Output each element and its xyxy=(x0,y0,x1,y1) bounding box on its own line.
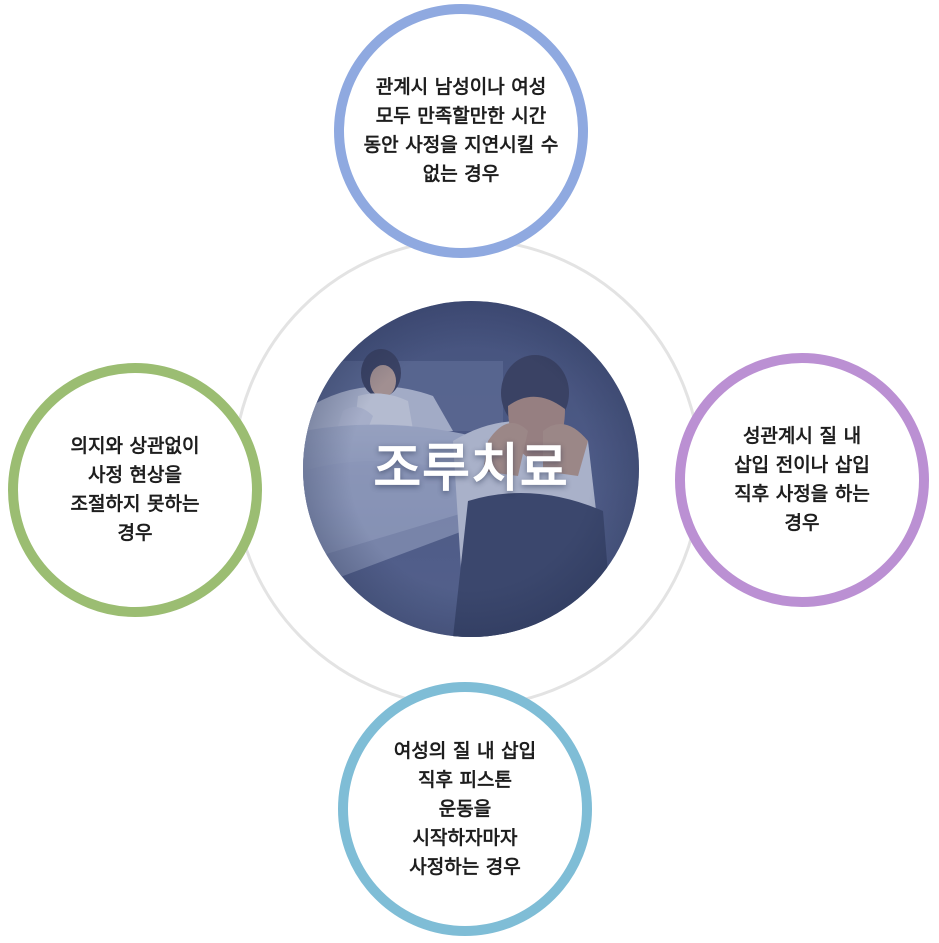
node-bottom-line: 운동을 xyxy=(438,797,492,820)
node-bottom: 여성의 질 내 삽입 직후 피스톤 운동을 시작하자마자 사정하는 경우 xyxy=(338,682,592,936)
node-right-line: 삽입 전이나 삽입 xyxy=(734,454,870,476)
node-top-line: 모두 만족할만한 시간 xyxy=(375,105,547,127)
node-left-line: 의지와 상관없이 xyxy=(70,435,200,457)
node-left-text: 의지와 상관없이 사정 현상을 조절하지 못하는 경우 xyxy=(25,432,245,548)
node-bottom-line: 직후 피스톤 xyxy=(417,768,512,791)
center-title: 조루치료 xyxy=(373,438,569,499)
node-bottom-text: 여성의 질 내 삽입 직후 피스톤 운동을 시작하자마자 사정하는 경우 xyxy=(355,737,575,882)
node-top-line: 없는 경우 xyxy=(422,163,500,185)
node-top-line: 관계시 남성이나 여성 xyxy=(375,76,547,98)
node-top-text: 관계시 남성이나 여성 모두 만족할만한 시간 동안 사정을 지연시킬 수 없는… xyxy=(351,73,571,189)
node-left-line: 조절하지 못하는 xyxy=(70,493,200,515)
center-photo-circle: 조루치료 xyxy=(303,301,639,637)
node-left: 의지와 상관없이 사정 현상을 조절하지 못하는 경우 xyxy=(8,363,262,617)
node-left-line: 경우 xyxy=(117,522,153,544)
node-top-line: 동안 사정을 지연시킬 수 xyxy=(363,134,559,156)
node-bottom-line: 여성의 질 내 삽입 xyxy=(393,739,537,762)
node-right: 성관계시 질 내 삽입 전이나 삽입 직후 사정을 하는 경우 xyxy=(675,353,929,607)
node-right-line: 성관계시 질 내 xyxy=(742,425,862,447)
couple-in-bed-photo xyxy=(303,301,639,637)
node-left-line: 사정 현상을 xyxy=(87,464,182,486)
node-right-line: 경우 xyxy=(784,512,820,534)
node-right-line: 직후 사정을 하는 xyxy=(734,483,870,505)
node-bottom-line: 시작하자마자 xyxy=(412,826,518,849)
node-right-text: 성관계시 질 내 삽입 전이나 삽입 직후 사정을 하는 경우 xyxy=(692,422,912,538)
node-top: 관계시 남성이나 여성 모두 만족할만한 시간 동안 사정을 지연시킬 수 없는… xyxy=(334,4,588,258)
node-bottom-line: 사정하는 경우 xyxy=(409,855,521,878)
